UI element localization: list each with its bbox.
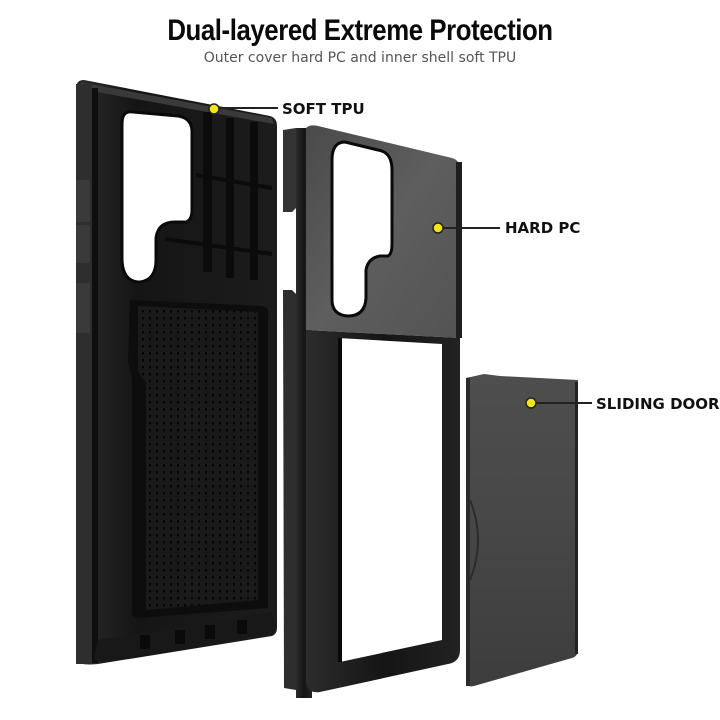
tpu-shell — [76, 80, 277, 665]
page-title: Dual-layered Extreme Protection — [167, 14, 553, 47]
callout-soft-tpu — [208, 103, 278, 115]
pc-frame — [283, 125, 462, 698]
sliding-door — [466, 374, 578, 687]
callout-dot-icon — [432, 222, 444, 234]
label-soft-tpu: SOFT TPU — [282, 100, 365, 118]
callout-sliding-door — [525, 397, 592, 409]
label-sliding-door: SLIDING DOOR — [596, 395, 720, 413]
callout-dot-icon — [208, 103, 220, 115]
page-subtitle: Outer cover hard PC and inner shell soft… — [203, 50, 517, 66]
label-hard-pc: HARD PC — [505, 219, 581, 237]
callout-dot-icon — [525, 397, 537, 409]
callout-hard-pc — [432, 222, 500, 234]
